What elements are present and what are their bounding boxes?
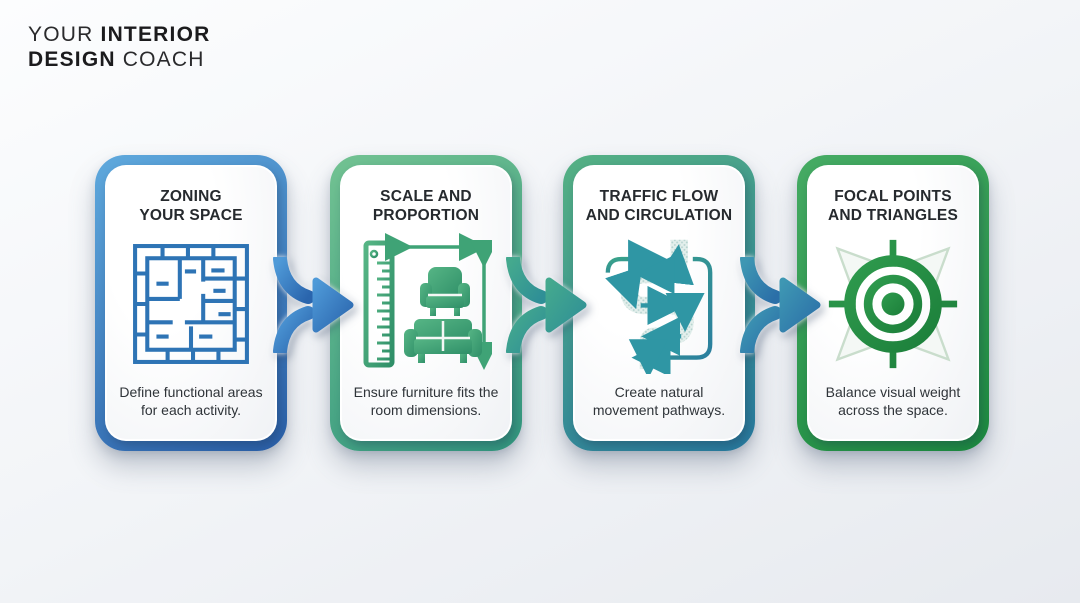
card-description: Create natural movement pathways.	[592, 383, 726, 418]
card-title-line2: PROPORTION	[372, 207, 480, 225]
target-icon	[809, 226, 977, 383]
logo-word-coach: COACH	[122, 48, 205, 72]
card-panel: ZONING YOUR SPACE	[105, 165, 277, 441]
card-panel: TRAFFIC FLOW AND CIRCULATION	[573, 165, 745, 441]
logo-word-interior: INTERIOR	[100, 23, 211, 46]
logo-line-2: DESIGN COACH	[28, 47, 210, 72]
card-description: Define functional areas for each activit…	[119, 383, 263, 418]
card-title: FOCAL POINTS AND TRIANGLES	[828, 187, 958, 226]
arrow-right-icon	[739, 257, 823, 353]
card-title-line1: ZONING	[160, 188, 222, 205]
arrow-right-icon	[272, 257, 356, 353]
step-card-zoning: ZONING YOUR SPACE	[95, 155, 287, 451]
card-title-line1: SCALE AND	[380, 188, 472, 205]
card-title-line2: YOUR SPACE	[139, 207, 243, 225]
step-card-scale: SCALE AND PROPORTION	[330, 155, 522, 451]
card-description: Balance visual weight across the space.	[825, 383, 961, 418]
card-panel: SCALE AND PROPORTION	[340, 165, 512, 441]
traffic-flow-icon	[575, 226, 743, 383]
arrow-right-icon	[505, 257, 589, 353]
card-description: Ensure furniture fits the room dimension…	[353, 383, 499, 418]
floor-plan-icon	[107, 226, 275, 383]
card-title: ZONING YOUR SPACE	[139, 187, 242, 226]
card-title: TRAFFIC FLOW AND CIRCULATION	[586, 187, 733, 226]
ruler-furniture-icon	[342, 226, 510, 383]
logo-line-1: YOUR INTERIOR	[28, 22, 210, 47]
step-card-traffic: TRAFFIC FLOW AND CIRCULATION	[563, 155, 755, 451]
card-title-line2: AND CIRCULATION	[585, 207, 733, 225]
brand-logo: YOUR INTERIOR DESIGN COACH	[28, 22, 210, 72]
card-title-line1: FOCAL POINTS	[834, 188, 952, 205]
card-panel: FOCAL POINTS AND TRIANGLES	[807, 165, 979, 441]
logo-word-design: DESIGN	[28, 48, 116, 72]
logo-word-your: YOUR	[28, 23, 94, 46]
card-title: SCALE AND PROPORTION	[373, 187, 479, 226]
card-title-line1: TRAFFIC FLOW	[599, 188, 719, 205]
card-title-line2: AND TRIANGLES	[827, 207, 959, 225]
step-card-focal: FOCAL POINTS AND TRIANGLES	[797, 155, 989, 451]
